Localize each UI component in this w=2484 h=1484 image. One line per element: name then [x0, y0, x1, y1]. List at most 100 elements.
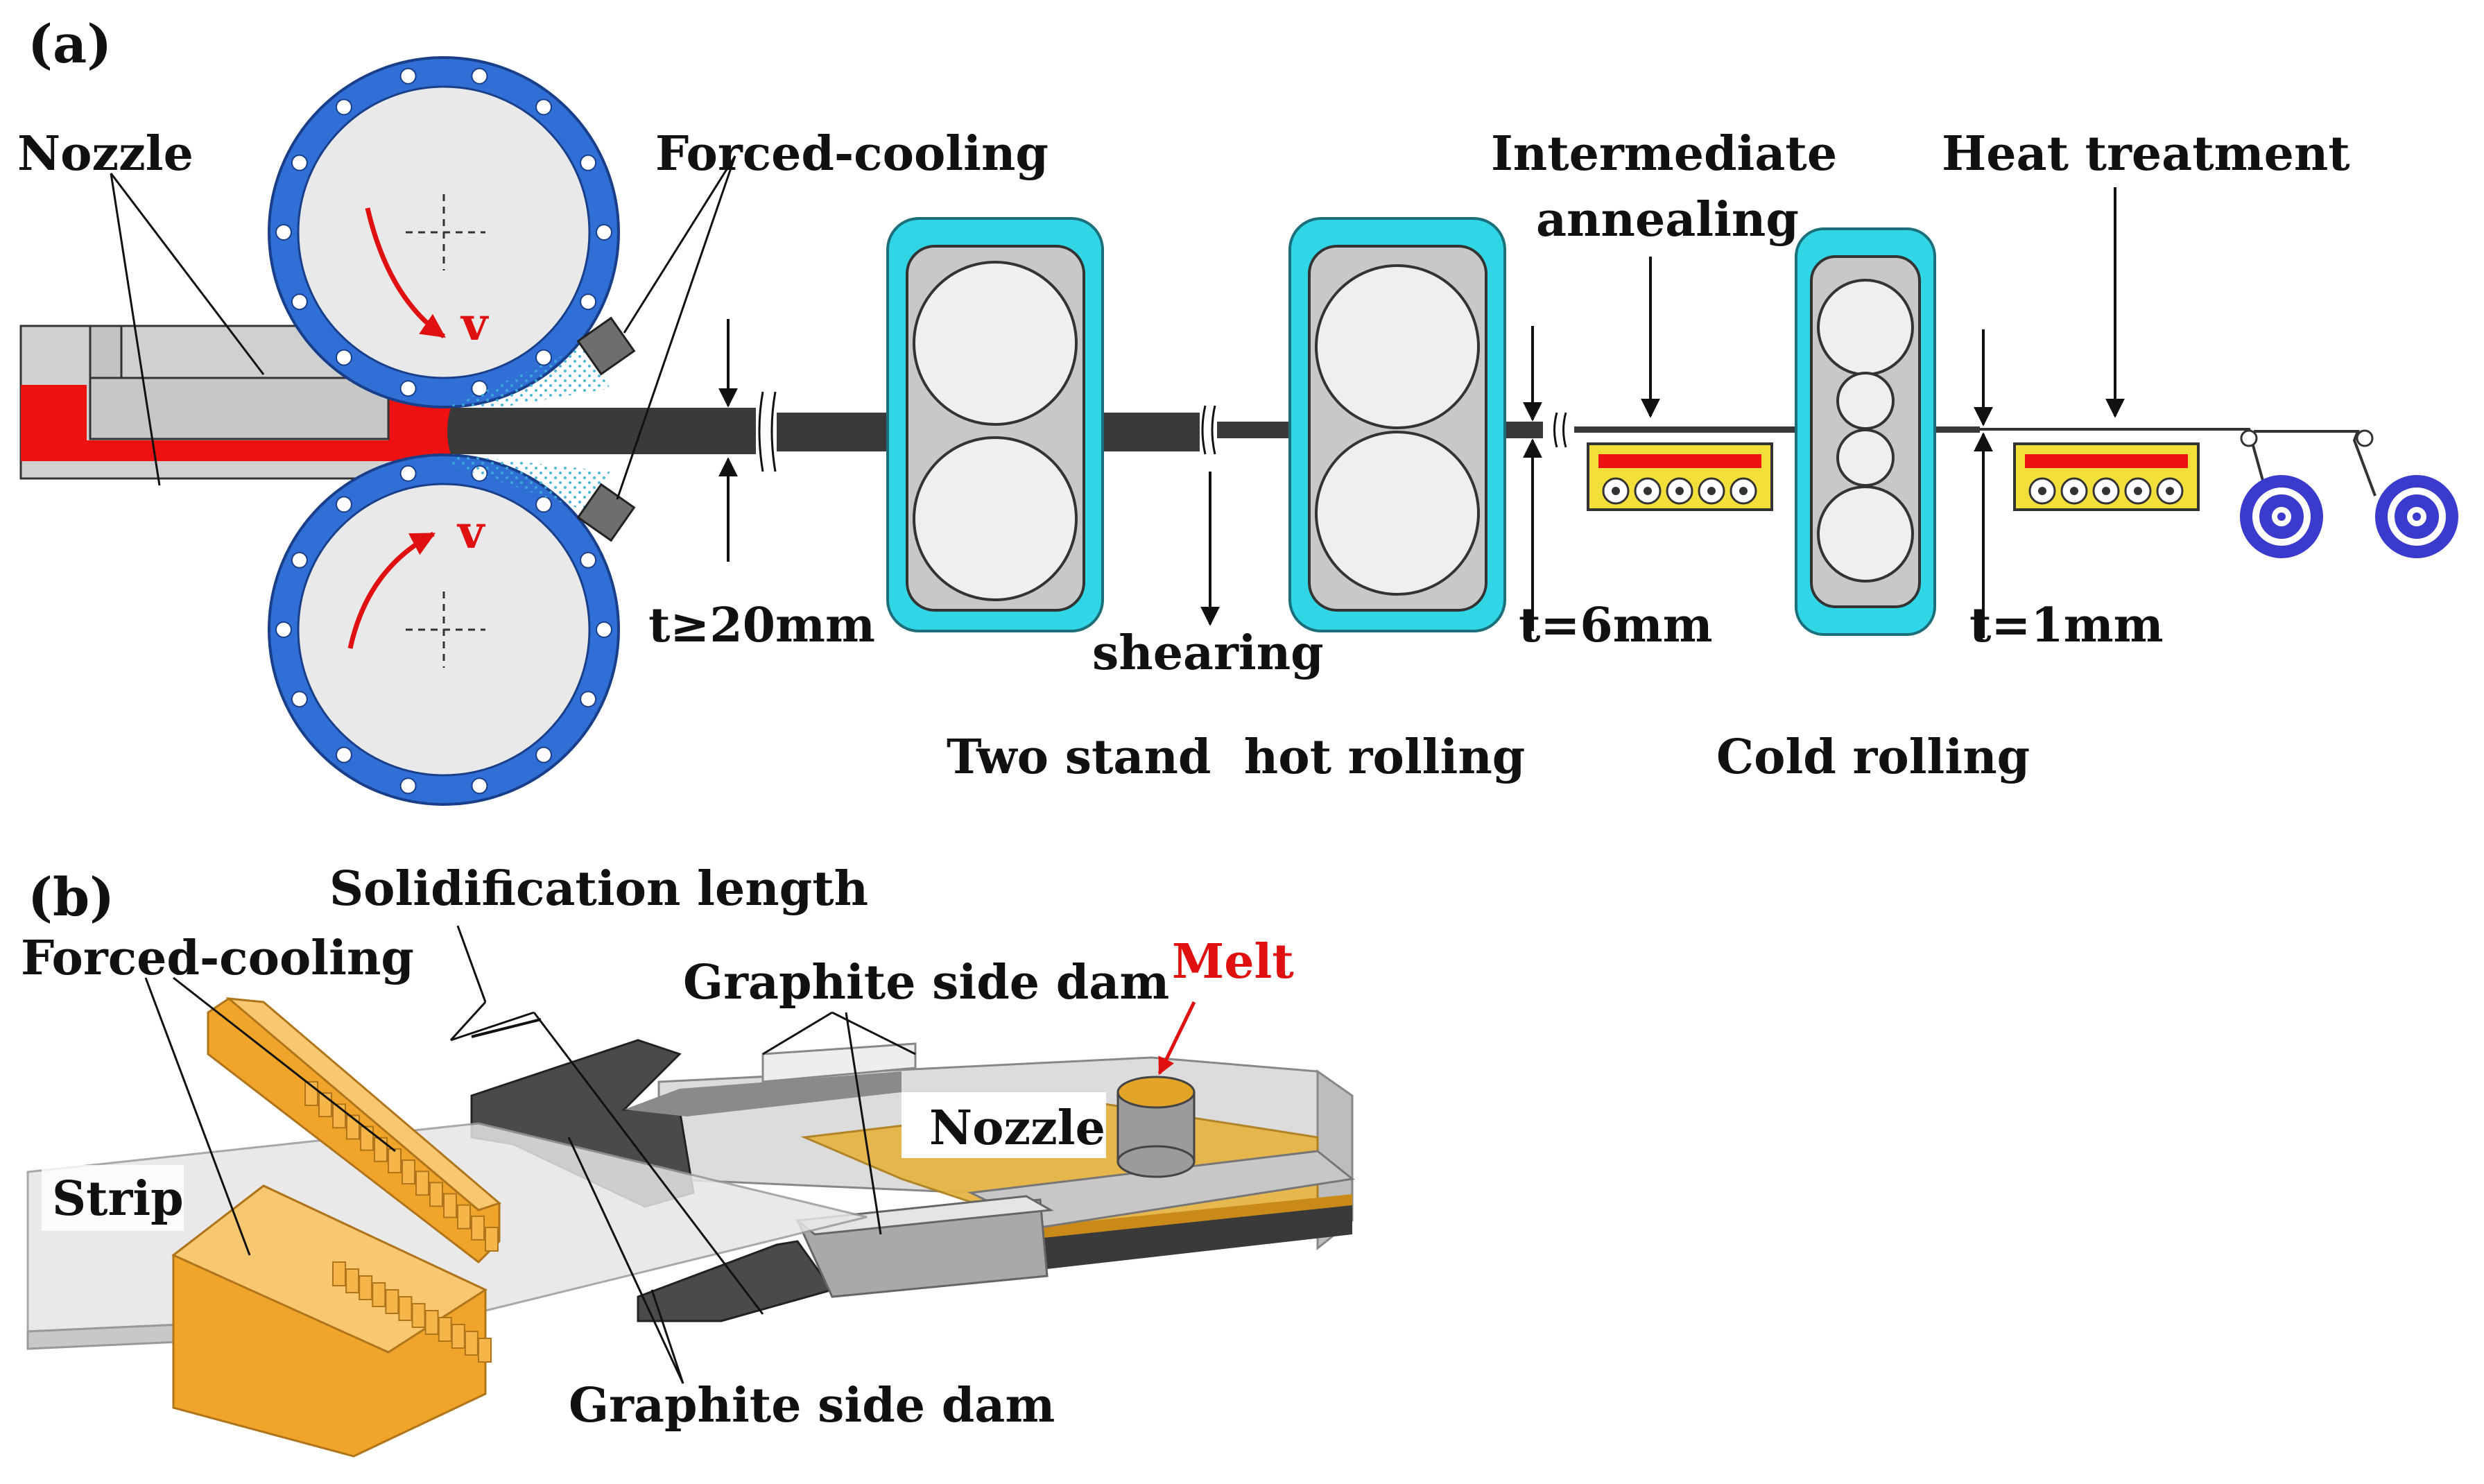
- cooling-fin: [438, 1317, 452, 1342]
- panel-a-tag: (a): [28, 13, 112, 75]
- lower-caster-roll: v: [268, 454, 620, 806]
- thickness-cold-label: t=1mm: [1969, 598, 2164, 653]
- cooling-fin: [424, 1310, 439, 1335]
- cooling-fin: [374, 1137, 388, 1162]
- cooling-fin: [471, 1215, 485, 1241]
- cooling-fin: [402, 1159, 415, 1185]
- melt-label: Melt: [1172, 934, 1294, 990]
- cast-strip-entry: [447, 408, 756, 454]
- panel-a: (a) v v: [17, 13, 2458, 806]
- cold-work-roll-top: [1836, 372, 1895, 430]
- annealing-heater: [1598, 454, 1761, 468]
- furnace-roller-hub: [2166, 487, 2174, 495]
- furnace-roller-hub: [2038, 487, 2046, 495]
- roll-bolt: [335, 496, 352, 513]
- panel-a-callouts: [110, 155, 2125, 638]
- thickness-cast-label: t≥20mm: [648, 598, 875, 653]
- break-marks: [758, 391, 1567, 472]
- thickness-hot-label: t=6mm: [1519, 598, 1713, 653]
- nozzle-bottom-orange: [1040, 1194, 1352, 1238]
- roll-bolt: [335, 349, 352, 366]
- cooling-fin: [385, 1289, 399, 1314]
- roll-bolt: [399, 380, 417, 397]
- box-back-rim: [761, 1042, 917, 1083]
- upper-velocity-symbol: v: [460, 297, 489, 351]
- nozzle-label: Nozzle: [17, 126, 193, 182]
- roll-bolt: [335, 746, 352, 763]
- melt-pool: [21, 385, 451, 461]
- furnace-roller-hub: [1675, 487, 1684, 495]
- cold-backup-roll-bottom: [1817, 485, 1914, 583]
- cooling-fin: [415, 1171, 429, 1196]
- furnace-roller-hub: [1707, 487, 1716, 495]
- roll-bolt: [580, 293, 597, 311]
- roll-bolt: [275, 224, 292, 241]
- roll-bolt: [471, 777, 488, 795]
- roll-bolt: [399, 67, 417, 85]
- graphite-side-dam-bottom-label: Graphite side dam: [569, 1378, 1055, 1433]
- forced-cooling-label: Forced-cooling: [655, 126, 1049, 182]
- nozzle-bottom-dark: [1040, 1200, 1352, 1269]
- nozzle-label-bg: [902, 1092, 1106, 1158]
- panel-b-labels: Solidification length Forced-cooling Gra…: [21, 861, 1294, 1433]
- stand-2-top-roll: [1315, 264, 1480, 429]
- furnace-roller-hub: [1739, 487, 1748, 495]
- upper-cooling-head: [576, 316, 636, 376]
- intermediate-annealing-label-2: annealing: [1536, 192, 1799, 248]
- upper-caster-roll: v: [268, 56, 620, 408]
- cooling-fin: [332, 1261, 346, 1286]
- annealing-rollers: [1602, 477, 1757, 505]
- heat-treatment-heater: [2025, 454, 2188, 468]
- annealing-furnace: [1587, 442, 1773, 511]
- furnace-roller-hub: [2102, 487, 2110, 495]
- nozzle-b-label: Nozzle: [929, 1101, 1105, 1156]
- forced-cooling-b-label: Forced-cooling: [21, 931, 414, 986]
- coiler-2-guide: [2356, 429, 2374, 447]
- cooling-fin: [443, 1193, 457, 1218]
- strip-label-bg: [42, 1165, 184, 1231]
- melt-inlet-bottom: [1116, 1145, 1196, 1178]
- hot-rolling-stand-2: [1288, 217, 1506, 632]
- stand-1-bottom-roll: [913, 436, 1078, 601]
- upper-cooling-block-top: [225, 997, 501, 1211]
- upper-roll-rotation-arrow: [365, 207, 446, 338]
- cooling-fin: [429, 1182, 443, 1207]
- upper-spray: [451, 347, 610, 416]
- furnace-roller-hub: [2070, 487, 2078, 495]
- roll-bolt: [596, 224, 612, 241]
- cooling-fin: [464, 1331, 478, 1356]
- cooling-fin: [478, 1338, 492, 1363]
- coiler-1-guide: [2240, 429, 2258, 447]
- nozzle-tip: [89, 377, 390, 440]
- lower-spray: [451, 454, 610, 510]
- roll-bolt: [275, 621, 292, 638]
- hot-rolling-stand-1: [886, 217, 1104, 632]
- roll-bolt: [535, 746, 553, 763]
- cooling-fin: [451, 1324, 465, 1349]
- coilers: [2240, 428, 2458, 558]
- lower-cooling-fins: [332, 1261, 492, 1363]
- roll-bolt: [580, 154, 597, 171]
- roll-bolt: [535, 98, 553, 116]
- panel-b: (b): [21, 861, 1355, 1458]
- roll-bolt: [291, 154, 308, 171]
- roll-bolt: [596, 621, 612, 638]
- roll-bolt: [580, 551, 597, 569]
- roll-bolt: [335, 98, 352, 116]
- cold-work-roll-bottom: [1836, 429, 1895, 487]
- furnace-roller-hub: [2134, 487, 2142, 495]
- stand-2-bottom-roll: [1315, 431, 1480, 596]
- roll-bolt: [399, 777, 417, 795]
- heat-treatment-rollers: [2028, 477, 2184, 505]
- coil-2: [2375, 475, 2458, 558]
- heat-treatment-furnace: [2013, 442, 2200, 511]
- cold-backup-roll-top: [1817, 279, 1914, 376]
- roll-bolt: [535, 496, 553, 513]
- furnace-roller-hub: [1644, 487, 1652, 495]
- melt-inlet-top: [1116, 1076, 1196, 1109]
- cooling-fin: [398, 1296, 413, 1321]
- stand-1-top-roll: [913, 261, 1078, 426]
- cooling-fin: [345, 1268, 360, 1293]
